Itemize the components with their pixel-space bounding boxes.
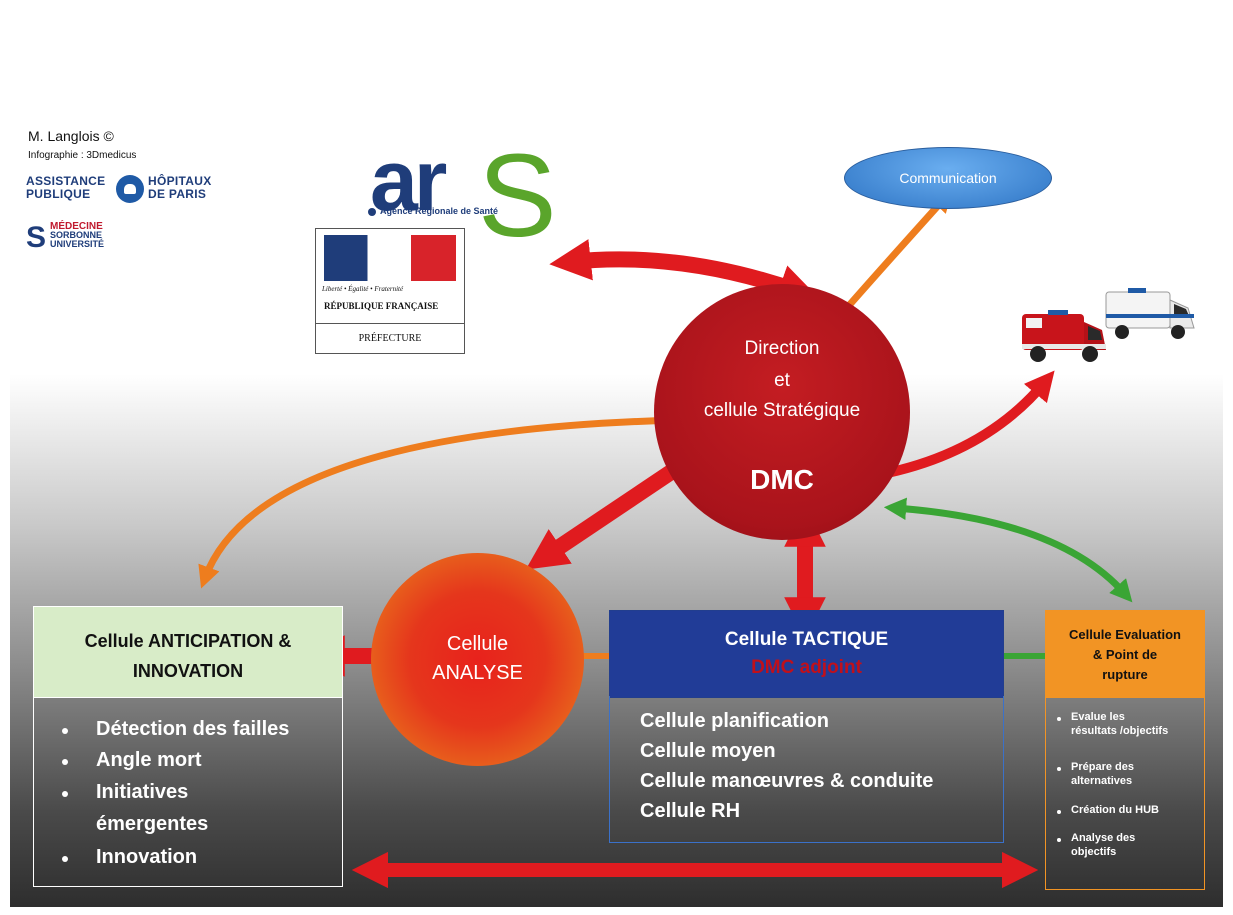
evaluation-body: Evalue les résultats /objectifs Prépare d…	[1045, 696, 1205, 890]
prefecture-motto: Liberté • Égalité • Fraternité	[322, 285, 404, 293]
evaluation-title-3: rupture	[1102, 667, 1148, 682]
sorbonne-text-2: SORBONNE	[50, 230, 103, 240]
sorbonne-text-1: MÉDECINE	[50, 221, 103, 232]
anticipation-item-4: Innovation	[96, 846, 198, 868]
prefecture-divider	[316, 323, 464, 324]
dmc-line-2: et	[774, 370, 790, 391]
bullet-icon	[1057, 767, 1061, 771]
tactique-header: Cellule TACTIQUE DMC adjoint	[609, 610, 1004, 698]
heart-icon	[116, 175, 144, 203]
bullet-icon	[1057, 810, 1061, 814]
arrow-communication-dmc	[830, 189, 953, 327]
ars-subtitle: Agence Régionale de Santé	[380, 206, 499, 216]
evaluation-item-2: Prépare des alternatives	[1071, 760, 1134, 788]
evaluation-item-2a: Prépare des	[1071, 761, 1134, 773]
evaluation-header: Cellule Evaluation & Point de rupture	[1045, 610, 1205, 698]
prefecture-republic: RÉPUBLIQUE FRANÇAISE	[324, 301, 439, 311]
evaluation-title-2: & Point de	[1092, 647, 1158, 662]
evaluation-item-4: Analyse des objectifs	[1071, 831, 1135, 859]
marianne-flag-icon	[324, 235, 456, 281]
anticipation-item-3: Initiatives	[96, 781, 189, 803]
tactique-item-1: Cellule planification	[640, 710, 829, 732]
evaluation-item-4b: objectifs	[1071, 846, 1117, 858]
aphp-text-1: ASSISTANCE	[26, 174, 106, 188]
analyse-node: Cellule ANALYSE	[371, 553, 584, 766]
tactique-title: Cellule TACTIQUE	[724, 629, 889, 650]
analyse-line-2: ANALYSE	[432, 662, 523, 684]
arrow-anticipation-dmc	[198, 409, 694, 589]
evaluation-item-1: Evalue les résultats /objectifs	[1071, 710, 1168, 738]
ars-letters: ar	[370, 133, 447, 229]
infographic-credit: Infographie : 3Dmedicus	[28, 150, 137, 161]
analyse-line-1: Cellule	[446, 633, 509, 655]
ambulance-icon	[1105, 288, 1195, 339]
anticipation-title-2: INNOVATION	[132, 661, 244, 681]
prefecture-label: PRÉFECTURE	[358, 333, 422, 344]
sorbonne-logo: S MÉDECINE SORBONNE UNIVERSITÉ	[26, 222, 146, 258]
anticipation-item-2: Angle mort	[96, 749, 202, 771]
evaluation-title-1: Cellule Evaluation	[1069, 627, 1181, 642]
anticipation-item-3b: émergentes	[96, 813, 209, 835]
evaluation-item-1a: Evalue les	[1071, 711, 1125, 723]
author-credit: M. Langlois ©	[28, 128, 114, 144]
evaluation-item-2b: alternatives	[1071, 775, 1133, 787]
tactique-body: Cellule planification Cellule moyen Cell…	[609, 696, 1004, 843]
bullet-icon	[62, 759, 68, 765]
communication-node: Communication	[844, 147, 1052, 209]
bullet-icon	[1057, 717, 1061, 721]
prefecture-logo: Liberté • Égalité • Fraternité RÉPUBLIQU…	[315, 228, 465, 354]
ars-s-letter: S	[478, 130, 557, 262]
dmc-direction-node: Direction et cellule Stratégique DMC	[654, 284, 910, 540]
tactique-item-2: Cellule moyen	[640, 740, 776, 762]
dmc-label: DMC	[750, 464, 814, 495]
ars-logo: ar S Agence Régionale de Santé	[368, 133, 557, 255]
bullet-icon	[62, 856, 68, 862]
bullet-icon	[62, 791, 68, 797]
anticipation-title-1: Cellule ANTICIPATION &	[84, 631, 292, 651]
sorbonne-s-icon: S	[26, 221, 47, 254]
evaluation-item-4a: Analyse des	[1071, 832, 1136, 844]
dmc-line-3: cellule Stratégique	[703, 400, 861, 421]
evaluation-item-1b: résultats /objectifs	[1071, 725, 1169, 737]
anticipation-item-1: Détection des failles	[96, 718, 290, 740]
aphp-text-2: PUBLIQUE	[26, 187, 91, 201]
tactique-item-4: Cellule RH	[640, 800, 741, 822]
evaluation-item-3: Création du HUB	[1071, 803, 1159, 817]
dmc-line-1: Direction	[744, 338, 820, 359]
anticipation-body: Détection des failles Angle mort Initiat…	[33, 696, 343, 887]
aphp-text-3: HÔPITAUX	[148, 174, 212, 188]
evaluation-item-3a: Création du HUB	[1071, 804, 1159, 816]
anticipation-header: Cellule ANTICIPATION & INNOVATION	[33, 606, 343, 698]
aphp-text-4: DE PARIS	[148, 187, 207, 201]
bullet-icon	[1057, 838, 1061, 842]
bullet-icon	[62, 728, 68, 734]
fire-truck-icon	[1022, 310, 1106, 362]
tactique-subtitle: DMC adjoint	[751, 657, 862, 678]
arrow-ars-dmc	[549, 239, 820, 305]
arrow-dmc-evaluation	[883, 497, 1133, 603]
sorbonne-text-3: UNIVERSITÉ	[50, 239, 105, 249]
tactique-item-3: Cellule manœuvres & conduite	[640, 770, 934, 792]
ars-dot-icon	[368, 208, 376, 216]
